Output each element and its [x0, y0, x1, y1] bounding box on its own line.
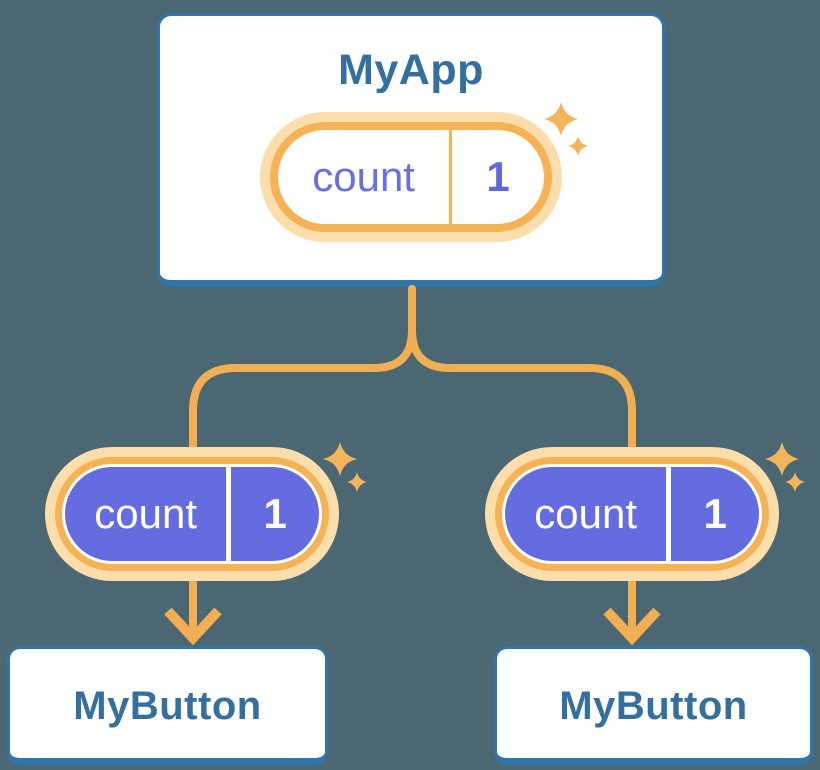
prop-pill-ring: count 1 — [495, 457, 769, 571]
prop-pill-left: count 1 — [45, 447, 339, 581]
arrow-down-icon — [603, 607, 661, 646]
state-pill: count 1 — [260, 112, 562, 242]
branch-right-line — [408, 285, 636, 638]
state-pill-ring: count 1 — [270, 122, 552, 232]
sparkle-icon — [323, 442, 357, 476]
sparkle-icon — [568, 136, 588, 156]
component-card-child-left: MyButton — [7, 646, 328, 765]
tree-branch-lines — [189, 285, 636, 638]
state-name: count — [278, 130, 453, 224]
prop-value: 1 — [263, 490, 287, 537]
prop-pill-fill: count 1 — [65, 467, 319, 561]
component-card-child-right: MyButton — [494, 646, 813, 765]
arrow-heads — [164, 607, 661, 646]
child-component-title: MyButton — [73, 684, 262, 728]
sparkle-icon — [765, 442, 799, 476]
prop-name: count — [505, 467, 672, 561]
state-value: 1 — [486, 153, 510, 200]
sparkle-icon — [785, 472, 805, 492]
prop-pill-fill: count 1 — [505, 467, 759, 561]
prop-pill-ring: count 1 — [55, 457, 329, 571]
sparkles — [323, 102, 805, 492]
prop-name: count — [65, 467, 232, 561]
prop-value: 1 — [703, 490, 727, 537]
child-component-title: MyButton — [559, 684, 748, 728]
sparkle-icon — [347, 472, 367, 492]
sparkle-icon — [544, 102, 578, 136]
arrow-down-icon — [164, 607, 222, 646]
branch-left-line — [189, 285, 416, 638]
prop-pill-right: count 1 — [485, 447, 779, 581]
parent-component-title: MyApp — [338, 46, 484, 94]
